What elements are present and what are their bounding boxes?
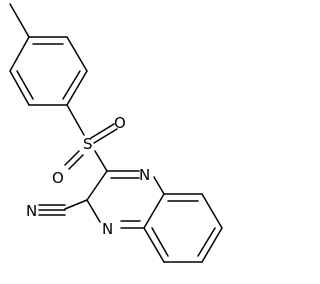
bond-tol-3-inner xyxy=(62,70,81,100)
bond-c5-c6 xyxy=(201,193,223,229)
benzo-ring xyxy=(143,193,223,263)
bond-tol-6 xyxy=(9,36,30,72)
bond-aryl-s xyxy=(66,104,85,136)
bond-tol-2 xyxy=(66,36,88,72)
bond-c6-c7-inner xyxy=(197,227,216,257)
sulfonyl-group xyxy=(64,104,118,172)
bond-tol-3 xyxy=(66,70,88,106)
atom-o1: O xyxy=(114,114,126,132)
bond-s-o2-a xyxy=(64,150,80,166)
bond-c8-c8a-inner xyxy=(151,227,169,257)
bond-s-o1-a xyxy=(90,123,115,139)
atom-s: S xyxy=(83,135,93,153)
bond-n4-c4a xyxy=(153,176,165,195)
pyrazine-ring xyxy=(86,170,165,229)
toluene-ring xyxy=(9,36,88,106)
bond-tol-5-inner xyxy=(16,70,34,100)
bond-c6-c7 xyxy=(201,227,223,263)
bond-c4a-c8a xyxy=(143,193,165,229)
bond-s-o2-b xyxy=(68,154,84,170)
bond-tol-5 xyxy=(9,70,30,106)
atom-n4: N xyxy=(139,166,150,184)
atom-labels: S O O N N N xyxy=(26,114,150,238)
bond-c8-c8a xyxy=(143,227,165,263)
bond-methyl xyxy=(9,3,30,38)
atom-n1: N xyxy=(102,220,113,238)
bond-c2-c3 xyxy=(86,170,108,201)
bond-c2-cn xyxy=(64,199,88,210)
bond-s-c3 xyxy=(94,150,108,172)
nitrile-group xyxy=(38,199,88,216)
molecule-diagram: S O O N N N xyxy=(9,3,223,263)
atom-o2: O xyxy=(52,169,64,187)
bond-n1-c2 xyxy=(86,199,101,223)
atom-n-nitrile: N xyxy=(26,202,37,220)
bond-s-o1-b xyxy=(93,128,118,144)
